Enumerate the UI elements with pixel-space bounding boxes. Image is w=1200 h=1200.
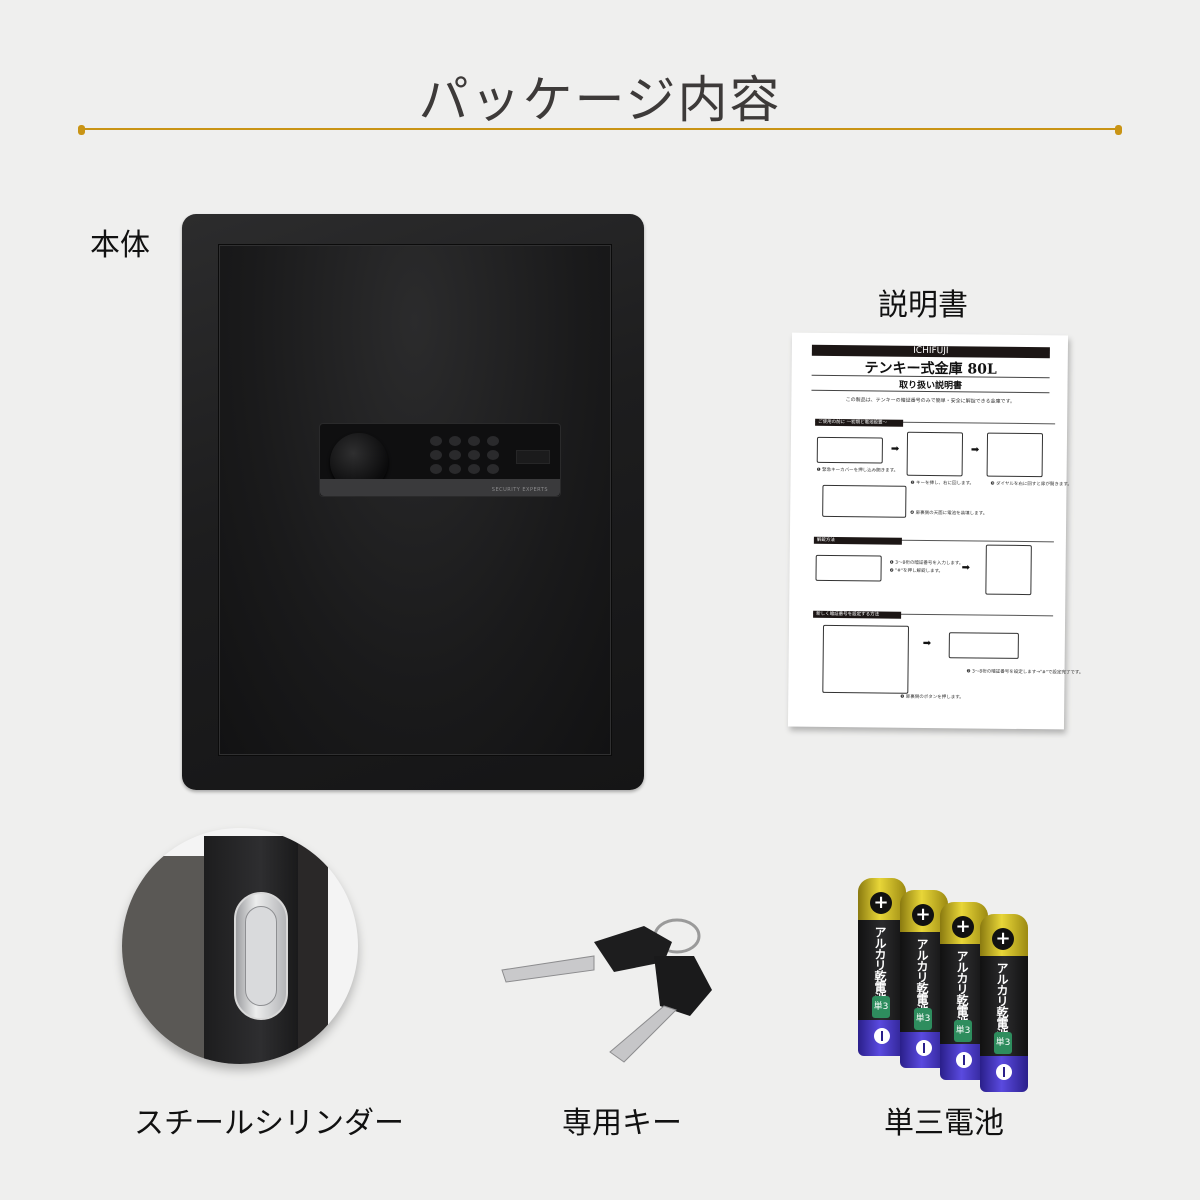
section-heading: ご使用の前に 〜初期と電池設置〜 bbox=[815, 418, 904, 427]
batteries-label: 単三電池 bbox=[884, 1106, 1004, 1141]
illustration-panel bbox=[948, 632, 1019, 659]
keys-label: 専用キー bbox=[562, 1106, 682, 1141]
divider-cap-left bbox=[78, 125, 85, 135]
arrow-icon: ➡ bbox=[970, 444, 980, 456]
illustration-door bbox=[822, 624, 910, 694]
battery-icon: + アルカリ乾電池単3 bbox=[858, 878, 906, 1056]
step-note: ❹ 扉裏側の天面に電池を装填します。 bbox=[910, 510, 988, 517]
panel-brand-text: SECURITY EXPERTS bbox=[491, 487, 548, 493]
step-note: ❶ 緊急キーカバーを押し込み開きます。 bbox=[816, 467, 899, 474]
illustration-dial bbox=[986, 432, 1044, 478]
illustration-key bbox=[906, 431, 964, 477]
safe-door: SECURITY EXPERTS bbox=[218, 244, 612, 756]
divider-cap-right bbox=[1115, 125, 1122, 135]
arrow-icon: ➡ bbox=[961, 562, 971, 574]
manual-label: 説明書 bbox=[878, 288, 968, 323]
step-note: ❸ ダイヤルを右に回すと扉が開きます。 bbox=[990, 481, 1072, 488]
emergency-key-cover bbox=[516, 450, 550, 464]
title-divider bbox=[78, 125, 1122, 135]
steel-cylinder-image bbox=[122, 828, 358, 1064]
manual-image: ICHIFUJI テンキー式金庫 80L 取り扱い説明書 この製品は、テンキーの… bbox=[787, 332, 1083, 730]
battery-icon: + アルカリ乾電池単3 bbox=[980, 914, 1028, 1092]
divider-line bbox=[84, 128, 1116, 130]
section-heading: 解錠方法 bbox=[813, 536, 902, 545]
step-note: ❶ 扉裏側のボタンを押します。 bbox=[900, 694, 964, 701]
arrow-icon: ➡ bbox=[890, 443, 900, 455]
illustration-open-safe bbox=[985, 544, 1032, 596]
manual-description: この製品は、テンキーの暗証番号のみで簡単・安全に解錠できる金庫です。 bbox=[845, 397, 1016, 405]
key-icon bbox=[501, 918, 712, 1063]
illustration-panel bbox=[816, 436, 883, 464]
safe-image: SECURITY EXPERTS bbox=[182, 214, 644, 790]
section-heading: 新しく暗証番号を設定する方法 bbox=[813, 610, 902, 619]
illustration-panel bbox=[815, 554, 882, 582]
step-note: ❷ 3〜8桁の暗証番号を設定します→"#"で設定完了です。 bbox=[966, 669, 1084, 676]
cylinder-lock-plate bbox=[234, 892, 288, 1020]
page-title: パッケージ内容 bbox=[418, 71, 782, 129]
step-note: ❶ 3〜8桁の暗証番号を入力します。 bbox=[889, 560, 964, 567]
cylinder-label: スチールシリンダー bbox=[134, 1106, 404, 1141]
keypad-buttons bbox=[430, 436, 499, 474]
illustration-battery bbox=[822, 484, 907, 518]
keypad-panel: SECURITY EXPERTS bbox=[319, 423, 561, 497]
panel-strip: SECURITY EXPERTS bbox=[320, 479, 560, 496]
step-note: ❷ "#"を押し解錠します。 bbox=[889, 568, 944, 575]
arrow-icon: ➡ bbox=[922, 637, 932, 650]
step-note: ❷ キーを挿し、右に回します。 bbox=[910, 480, 975, 487]
body-label: 本体 bbox=[90, 228, 150, 263]
